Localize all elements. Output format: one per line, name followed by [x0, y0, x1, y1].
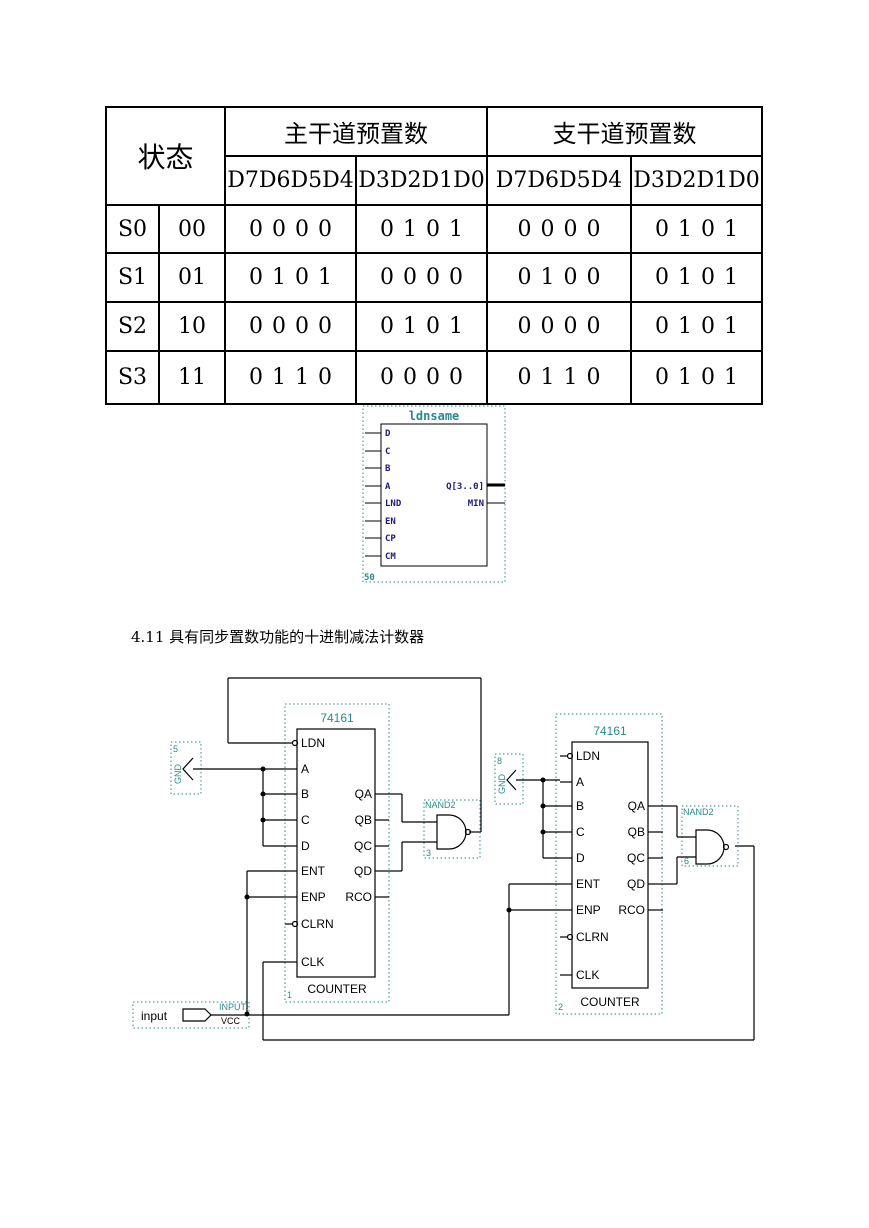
input-type: INPUT — [219, 1002, 247, 1012]
header-branch-high: D7D6D5D4 — [486, 155, 632, 206]
counter1-pin-qd: QD — [354, 864, 372, 878]
counter2-title: 74161 — [593, 724, 627, 738]
cell-branch-high: 0110 — [486, 350, 632, 405]
counter2-pin-clk: CLK — [576, 968, 599, 982]
header-main-low: D3D2D1D0 — [355, 155, 488, 206]
ldnsame-pin-cp: CP — [385, 534, 396, 544]
cell-state: S3 — [105, 350, 160, 405]
counter1-pin-clrn: CLRN — [301, 917, 334, 931]
ldnsame-pin-cm: CM — [385, 552, 396, 562]
counter1-title: 74161 — [320, 711, 354, 725]
gnd2-label: GND — [497, 774, 507, 795]
nand1-instance: 3 — [426, 848, 431, 858]
counter1-pin-qc: QC — [354, 839, 372, 853]
cell-state: S1 — [105, 252, 160, 303]
counter1-pin-qb: QB — [355, 813, 372, 827]
cell-branch-high: 0000 — [486, 301, 632, 352]
gnd2-instance: 8 — [497, 756, 502, 766]
cell-code: 10 — [158, 301, 226, 352]
cell-main-high: 0101 — [224, 252, 357, 303]
counter1-pin-enp: ENP — [301, 890, 326, 904]
cell-branch-low: 0101 — [630, 301, 763, 352]
counter1-pin-qa: QA — [355, 787, 372, 801]
ldnsame-pin-b: B — [385, 464, 391, 474]
counter2-pin-d: D — [576, 851, 585, 865]
cell-branch-low: 0101 — [630, 252, 763, 303]
counter1-pin-ent: ENT — [301, 864, 326, 878]
nand2-label: NAND2 — [683, 807, 714, 817]
counter2-pin-clrn: CLRN — [576, 930, 609, 944]
counter1-pin-a: A — [301, 762, 309, 776]
counter1-pin-d: D — [301, 839, 310, 853]
cell-branch-high: 0000 — [486, 204, 632, 254]
ldnsame-pin-c: C — [385, 447, 390, 457]
table-row: S1 01 0101 0000 0100 0101 — [105, 252, 763, 303]
gnd1-label: GND — [173, 764, 183, 785]
state-table: 状态 主干道预置数 支干道预置数 D7D6D5D4 D3D2D1D0 D7D6D… — [105, 106, 763, 405]
counter2-pin-qb: QB — [628, 825, 645, 839]
counter1-pin-rco: RCO — [345, 890, 372, 904]
header-main-road: 主干道预置数 — [224, 106, 488, 157]
table-row: S3 11 0110 0000 0110 0101 — [105, 350, 763, 405]
cell-main-low: 0101 — [355, 204, 488, 254]
counter2-footer: COUNTER — [580, 995, 640, 1009]
cell-state: S0 — [105, 204, 160, 254]
header-main-high: D7D6D5D4 — [224, 155, 357, 206]
counter1-footer: COUNTER — [307, 982, 367, 996]
counter2-pin-a: A — [576, 775, 584, 789]
counter2-instance: 2 — [558, 1002, 563, 1012]
cell-code: 00 — [158, 204, 226, 254]
ldnsame-pin-lnd: LND — [385, 499, 402, 509]
ldnsame-symbol: ldnsame D C B A LND EN CP CM Q[3..0] MIN… — [362, 405, 506, 583]
counter2-pin-qc: QC — [627, 851, 645, 865]
ldnsame-pin-q: Q[3..0] — [446, 482, 484, 492]
cell-code: 01 — [158, 252, 226, 303]
input-name: input — [141, 1009, 168, 1023]
table-row: S0 00 0000 0101 0000 0101 — [105, 204, 763, 254]
header-branch-road: 支干道预置数 — [486, 106, 763, 157]
counter1-pin-c: C — [301, 813, 310, 827]
cell-branch-low: 0101 — [630, 204, 763, 254]
counter2-pin-ldn: LDN — [576, 749, 600, 763]
counter1-pin-b: B — [301, 787, 309, 801]
ldnsame-pin-en: EN — [385, 517, 396, 527]
figure-caption: 4.11 具有同步置数功能的十进制减法计数器 — [131, 628, 425, 646]
cell-state: S2 — [105, 301, 160, 352]
cell-branch-high: 0100 — [486, 252, 632, 303]
cell-main-low: 0000 — [355, 350, 488, 405]
cell-main-high: 0110 — [224, 350, 357, 405]
cell-main-low: 0101 — [355, 301, 488, 352]
ldnsame-pin-min: MIN — [468, 499, 484, 509]
cell-main-high: 0000 — [224, 301, 357, 352]
gnd1-instance: 5 — [173, 744, 178, 754]
counter2-pin-b: B — [576, 799, 584, 813]
counter1-pin-clk: CLK — [301, 955, 324, 969]
counter2-pin-qd: QD — [627, 877, 645, 891]
counter2-pin-qa: QA — [628, 799, 645, 813]
counter2-pin-rco: RCO — [618, 903, 645, 917]
counter-circuit: 74161 LDN A B C D ENT ENP CLRN CLK QA QB… — [132, 677, 755, 1041]
ldnsame-pin-a: A — [385, 482, 391, 492]
counter1-pin-ldn: LDN — [301, 736, 325, 750]
counter2-pin-ent: ENT — [576, 877, 601, 891]
ldnsame-pin-d: D — [385, 429, 391, 439]
header-state: 状态 — [105, 106, 226, 206]
nand2-instance: 6 — [684, 856, 689, 866]
cell-main-low: 0000 — [355, 252, 488, 303]
header-branch-low: D3D2D1D0 — [630, 155, 763, 206]
nand1-label: NAND2 — [425, 800, 456, 810]
counter1-instance: 1 — [287, 990, 292, 1000]
cell-main-high: 0000 — [224, 204, 357, 254]
counter2-pin-enp: ENP — [576, 903, 601, 917]
ldnsame-title: ldnsame — [409, 409, 460, 423]
ldnsame-instance: 50 — [364, 573, 375, 583]
table-row: S2 10 0000 0101 0000 0101 — [105, 301, 763, 352]
counter2-pin-c: C — [576, 825, 585, 839]
cell-code: 11 — [158, 350, 226, 405]
input-level: VCC — [221, 1016, 241, 1026]
cell-branch-low: 0101 — [630, 350, 763, 405]
